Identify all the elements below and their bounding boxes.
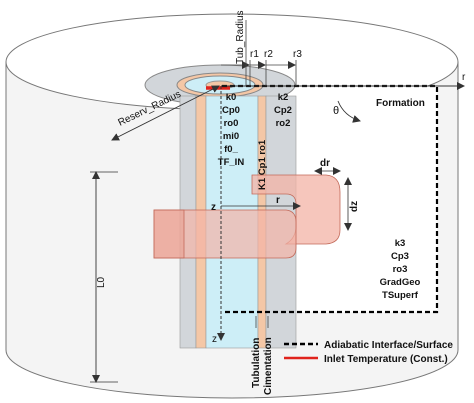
fluid-prop: k0 — [226, 92, 237, 103]
z-mid-label: z — [211, 202, 216, 213]
tubulation-label: Tubulation — [251, 338, 262, 388]
tub-radius-label: Tub_Radius — [235, 10, 246, 64]
volume-element-side — [153, 209, 185, 259]
tube-prop: k2 — [278, 92, 289, 103]
formation-prop: k3 — [395, 238, 406, 249]
volume-element-front — [153, 209, 297, 259]
dz-label: dz — [349, 201, 360, 212]
legend: Adiabatic Interface/Surface Inlet Temper… — [284, 340, 453, 365]
formation-label: Formation — [376, 98, 425, 109]
fluid-prop: mi0 — [223, 131, 239, 142]
tube-prop: ro2 — [276, 118, 291, 129]
dr-label: dr — [320, 158, 330, 169]
legend-adiabatic-label: Adiabatic Interface/Surface — [324, 340, 453, 351]
formation-prop: GradGeo — [380, 277, 421, 288]
r-mid-label: r — [276, 195, 280, 206]
L0-label: L0 — [96, 276, 107, 288]
tube-properties: k2 Cp2 ro2 — [274, 92, 292, 129]
fluid-prop: TF_IN — [218, 157, 245, 168]
fluid-prop: ro0 — [224, 118, 239, 129]
cimentation-label: Cimentation — [263, 337, 274, 395]
r1-label: r1 — [250, 49, 259, 60]
fluid-prop: f0_ — [224, 144, 238, 155]
legend-inlet-label: Inlet Temperature (Const.) — [324, 354, 448, 365]
fluid-prop: Cp0 — [222, 105, 240, 116]
theta-label: θ — [333, 105, 339, 117]
r2-label: r2 — [264, 49, 273, 60]
fluid-properties: k0 Cp0 ro0 mi0 f0_ TF_IN — [218, 92, 245, 168]
r-axis-label: r — [462, 72, 466, 83]
z-bottom-label: z — [212, 334, 217, 345]
theta-arc — [337, 100, 361, 123]
k1-cp1-ro1-label: K1 Cp1 ro1 — [257, 139, 268, 190]
reserv-radius-leader — [111, 85, 220, 141]
formation-properties: k3 Cp3 ro3 GradGeo TSuperf — [380, 238, 421, 301]
formation-prop: Cp3 — [391, 251, 409, 262]
formation-prop: ro3 — [393, 264, 408, 275]
formation-prop: TSuperf — [382, 290, 419, 301]
tube-prop: Cp2 — [274, 105, 292, 116]
r3-label: r3 — [293, 49, 302, 60]
